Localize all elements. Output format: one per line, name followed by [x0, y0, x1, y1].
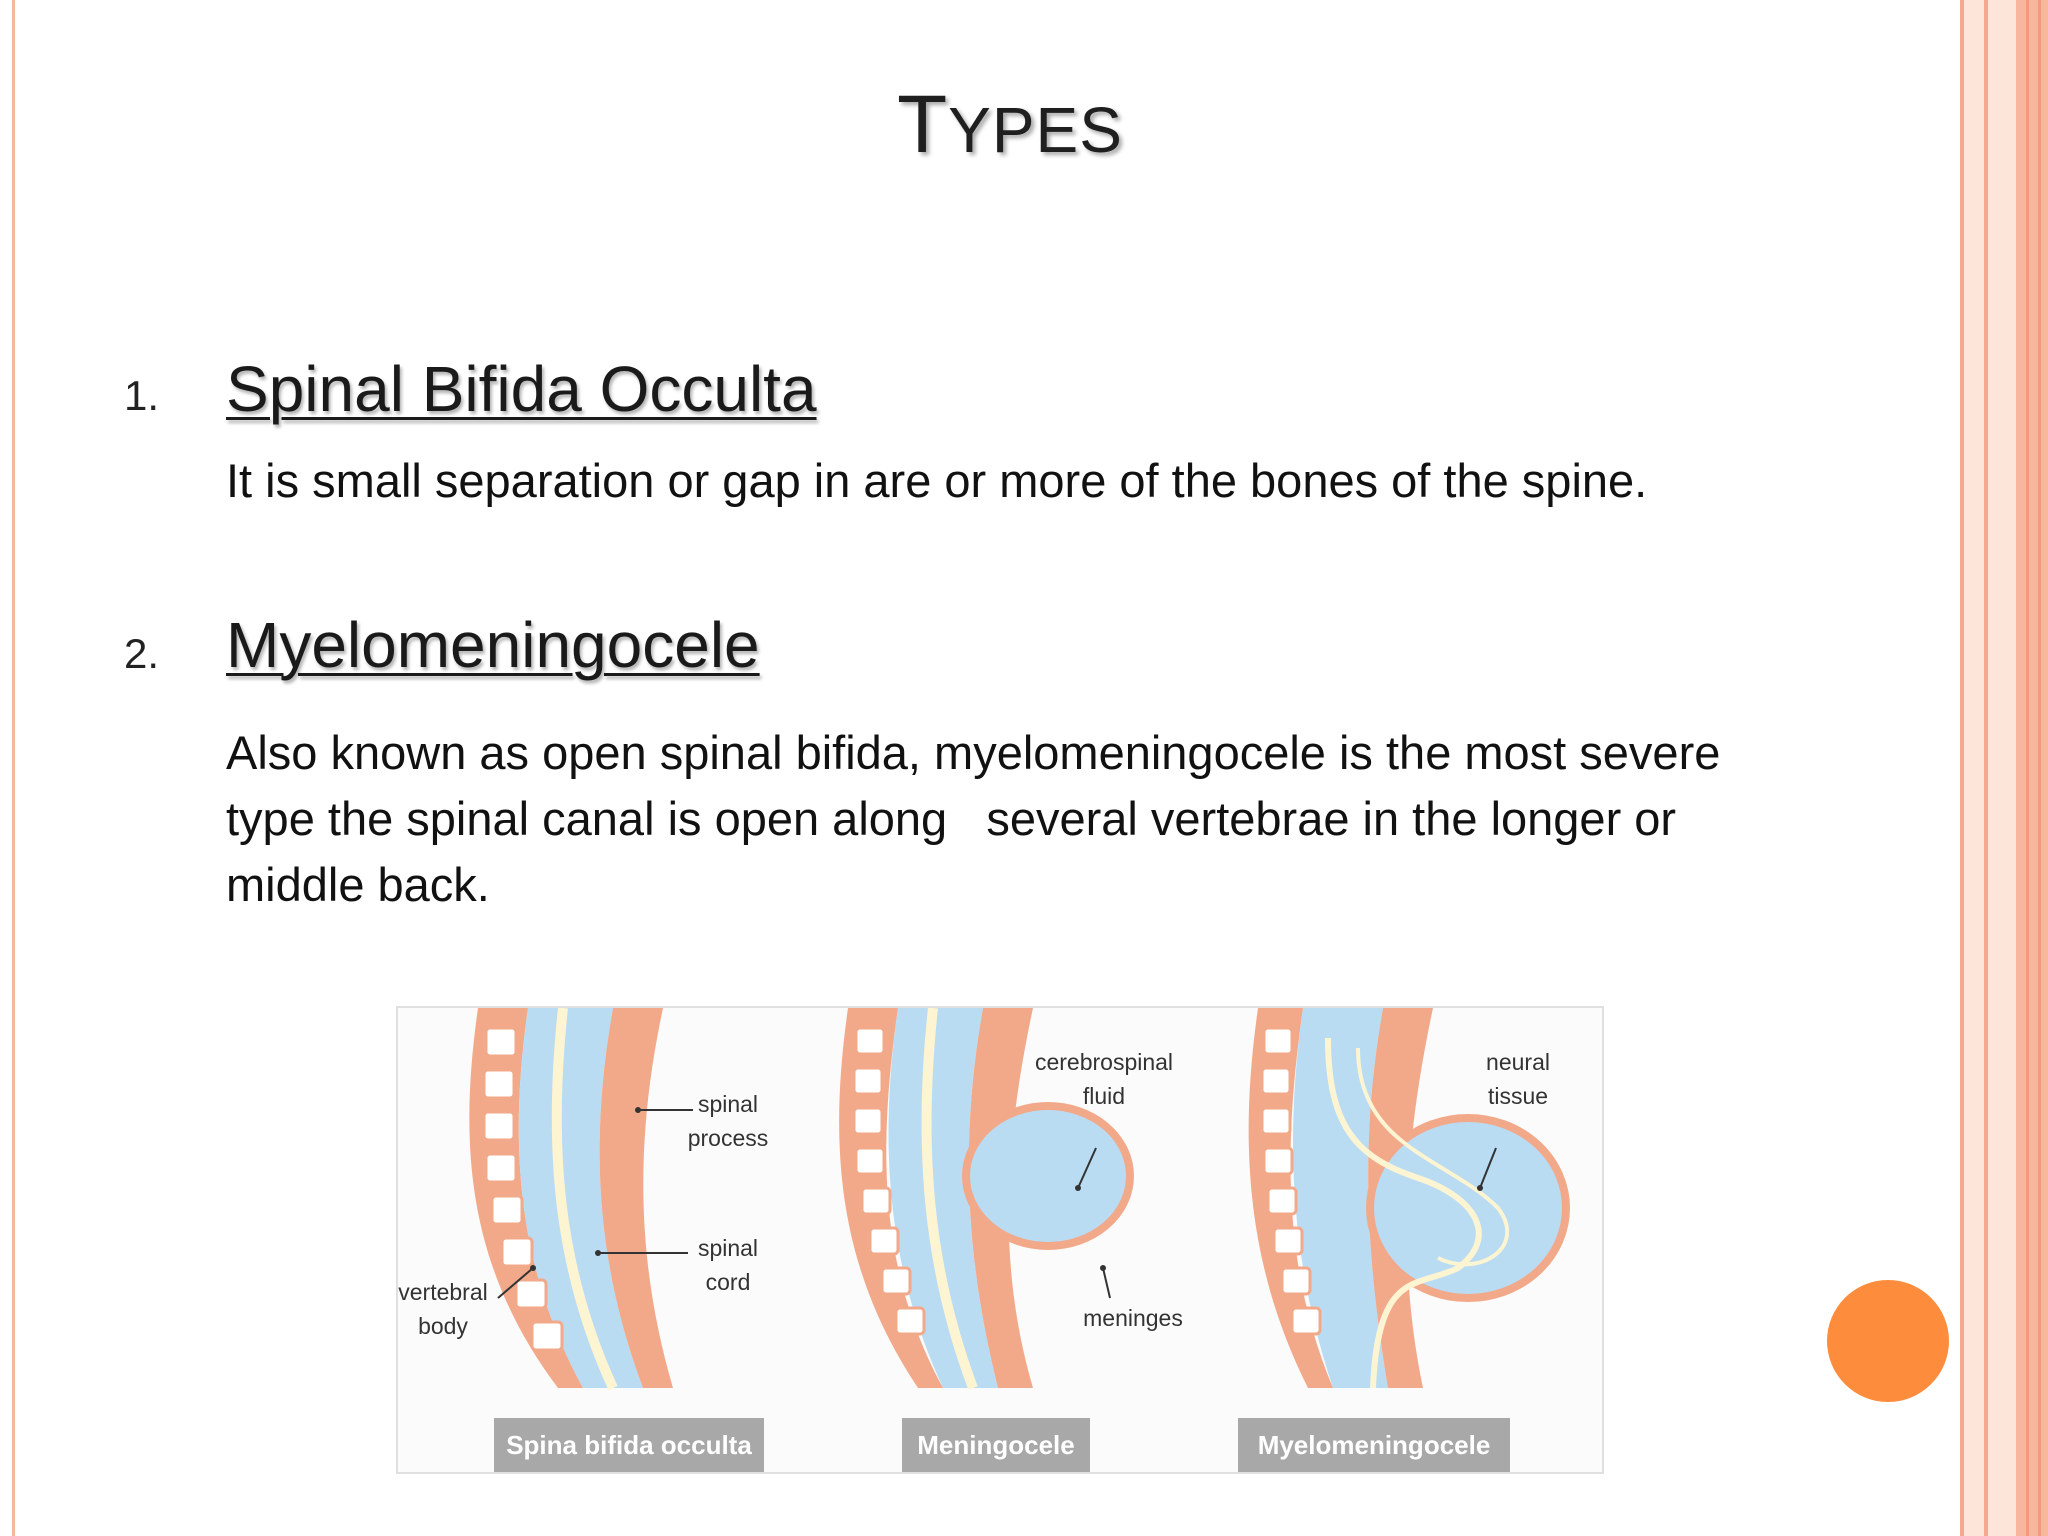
occulta-spine-illustration	[469, 1008, 673, 1391]
label-spinal-cord-2: cord	[706, 1269, 751, 1295]
caption-box-meningocele	[902, 1418, 1090, 1472]
spina-bifida-diagram: spinal process spinal cord vertebral bod…	[398, 1008, 1570, 1472]
title-rest: YPES	[948, 94, 1123, 166]
label-spinal-cord-1: spinal	[698, 1235, 758, 1261]
caption-box-occulta	[494, 1418, 764, 1472]
meningocele-spine-illustration	[839, 1008, 1134, 1390]
decorative-orange-circle	[1827, 1280, 1949, 1402]
label-spinal-process-1: spinal	[698, 1091, 758, 1117]
item-heading: Myelomeningocele	[226, 609, 760, 681]
label-cerebrospinal-fluid-1: cerebrospinal	[1035, 1049, 1173, 1075]
item-heading: Spinal Bifida Occulta	[226, 353, 817, 425]
caption-box-myelomeningocele	[1238, 1418, 1510, 1472]
caption-occulta: Spina bifida occulta	[506, 1430, 752, 1460]
caption-myelomeningocele: Myelomeningocele	[1258, 1430, 1491, 1460]
item-number: 2.	[124, 630, 160, 677]
label-neural-tissue-2: tissue	[1488, 1083, 1548, 1109]
right-border-stripes	[1960, 0, 2048, 1536]
label-vertebral-body-2: body	[418, 1313, 468, 1339]
label-meninges: meninges	[1083, 1305, 1183, 1331]
item-body: Also known as open spinal bifida, myelom…	[226, 726, 1721, 911]
title-initial: T	[897, 79, 949, 170]
myelomeningocele-spine-illustration	[1248, 1008, 1570, 1389]
label-cerebrospinal-fluid-2: fluid	[1083, 1083, 1125, 1109]
item-number: 1.	[124, 372, 160, 419]
slide-title: TYPES	[0, 78, 2020, 172]
label-neural-tissue-1: neural	[1486, 1049, 1550, 1075]
label-vertebral-body-1: vertebral	[398, 1279, 487, 1305]
left-border	[0, 0, 26, 1536]
label-spinal-process-2: process	[688, 1125, 769, 1151]
spina-bifida-figure: spinal process spinal cord vertebral bod…	[396, 1006, 1604, 1474]
item-body: It is small separation or gap in are or …	[226, 454, 1648, 507]
caption-meningocele: Meningocele	[917, 1430, 1074, 1460]
